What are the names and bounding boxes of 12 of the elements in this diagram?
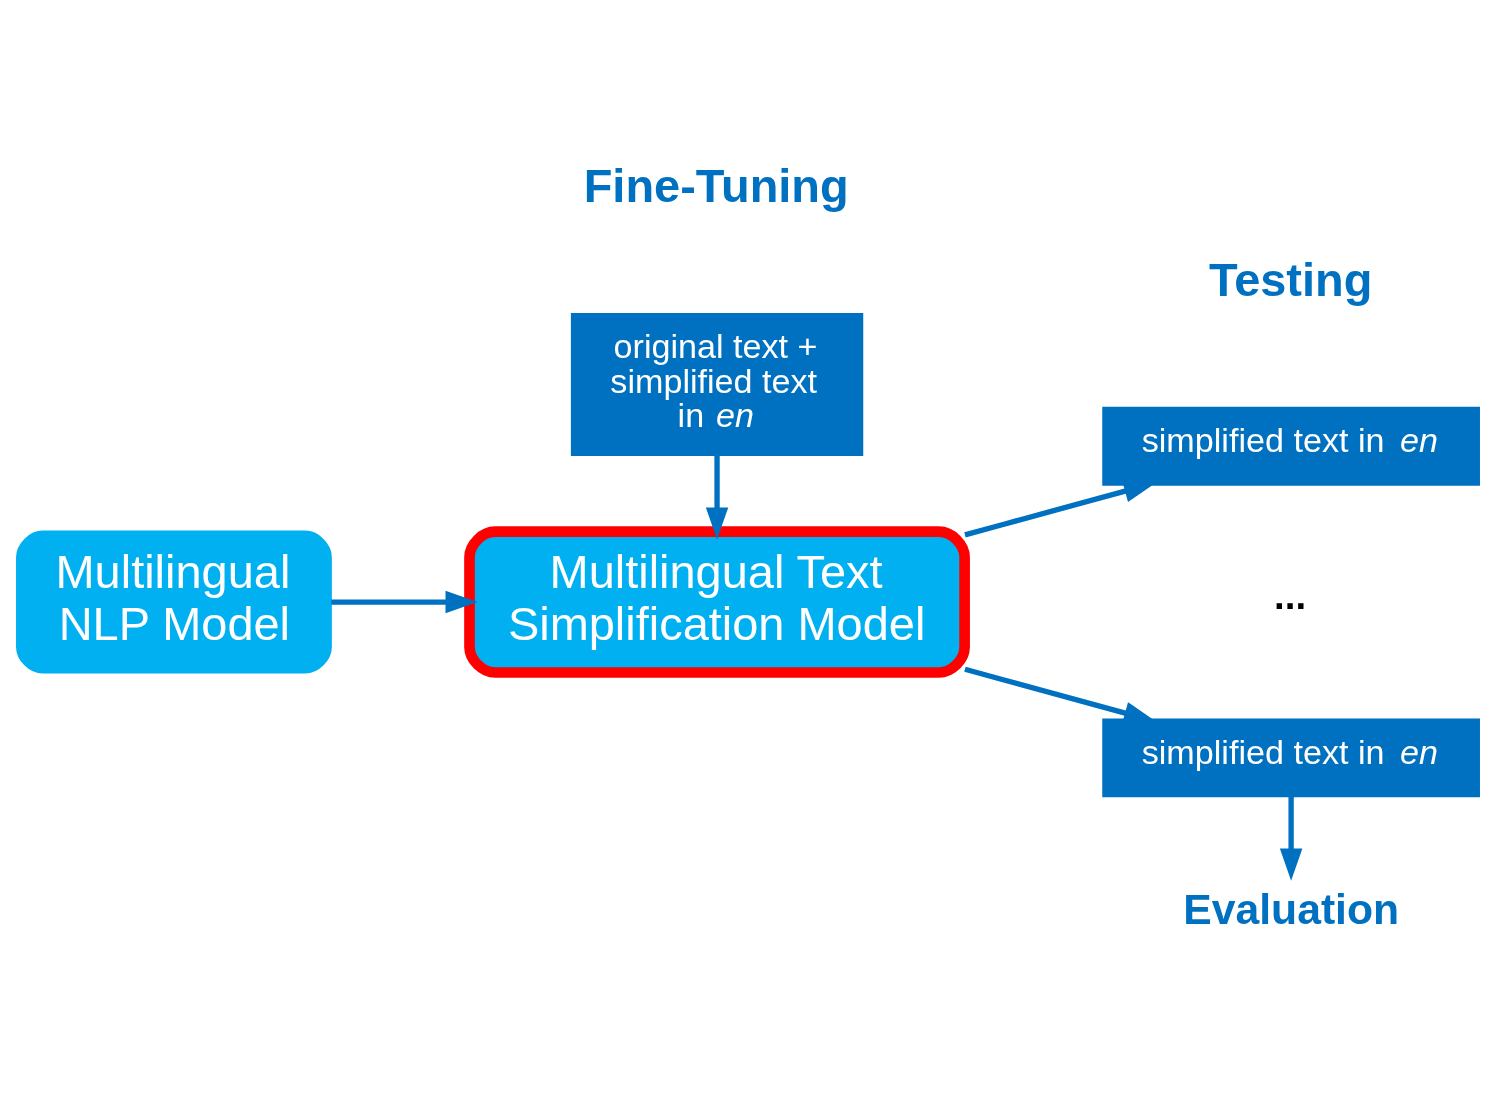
label: ...	[1274, 574, 1307, 618]
node-box: simplified text in en	[1102, 718, 1480, 798]
node-box: Multilingual NLP Model	[16, 530, 332, 674]
arrow	[1279, 796, 1303, 881]
arrow	[705, 455, 729, 540]
arrow	[331, 590, 478, 614]
label: Fine-Tuning	[583, 160, 849, 213]
node-box: Multilingual Text Simplification Model	[464, 526, 970, 678]
label: Testing	[1208, 254, 1373, 307]
node-box: simplified text in en	[1102, 406, 1480, 486]
node-box: original text + simplified text in en	[570, 312, 864, 456]
node-text: Evaluation	[1183, 885, 1400, 934]
